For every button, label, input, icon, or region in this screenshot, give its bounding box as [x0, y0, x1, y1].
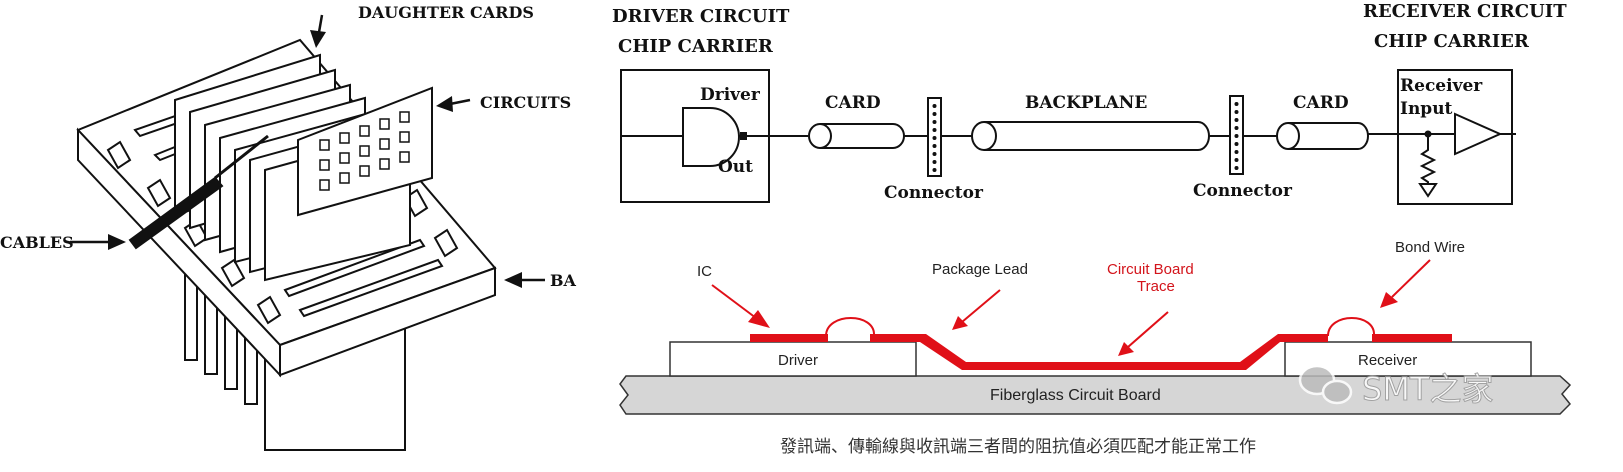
- driver-title-line2: CHIP CARRIER: [618, 36, 774, 57]
- caption: 發訊端、傳輸線與收訊端三者間的阻抗值必須匹配才能正常工作: [780, 437, 1256, 457]
- connector-left: [927, 97, 942, 177]
- watermark-text: SMT之家: [1362, 370, 1493, 408]
- ground-symbol: [1418, 183, 1438, 198]
- wechat-icon: [1298, 364, 1353, 405]
- driver-title-line1: DRIVER CIRCUIT: [612, 6, 790, 27]
- driver-label: Driver: [700, 85, 761, 105]
- trace-label-line1: Circuit Board: [1107, 261, 1194, 278]
- board-label: Fiberglass Circuit Board: [990, 387, 1161, 404]
- ic-label: IC: [697, 263, 712, 280]
- label-backplane: BA: [550, 271, 577, 290]
- bond-wire-right: [1327, 317, 1376, 337]
- driver-block-label: Driver: [778, 352, 818, 369]
- receiver-title-line2: CHIP CARRIER: [1374, 31, 1530, 52]
- backplane-label: BACKPLANE: [1025, 93, 1147, 113]
- driver-gate: [682, 107, 740, 167]
- out-label: Out: [718, 157, 753, 177]
- chips: [319, 111, 410, 191]
- trace-label-line2: Trace: [1137, 278, 1175, 295]
- card-coax-right: [1276, 122, 1369, 150]
- receiver-title-line1: RECEIVER CIRCUIT: [1363, 1, 1567, 22]
- left-arrows: [70, 14, 545, 288]
- connector-right-label: Connector: [1193, 181, 1293, 201]
- label-cables: CABLES: [0, 233, 74, 252]
- watermark: SMT之家: [1298, 364, 1494, 409]
- driver-titles: DRIVER CIRCUIT CHIP CARRIER: [612, 6, 790, 57]
- callout-arrows: [711, 259, 1431, 356]
- receiver-label: Receiver: [1400, 76, 1483, 96]
- backplane-illustration: [76, 38, 497, 451]
- bond-wire-left: [825, 317, 876, 337]
- input-label: Input: [1400, 99, 1453, 119]
- connector-left-label: Connector: [884, 183, 984, 203]
- card-coax-left: [808, 123, 905, 149]
- connector-right: [1229, 95, 1244, 175]
- card-left-label: CARD: [825, 93, 881, 113]
- backplane-coax: [971, 121, 1210, 151]
- red-trace: [750, 334, 1452, 370]
- card-right-label: CARD: [1293, 93, 1349, 113]
- receiver-buffer: [1454, 112, 1503, 156]
- receiver-block-label: Receiver: [1358, 352, 1417, 369]
- package-lead-label: Package Lead: [932, 261, 1028, 278]
- label-daughter-cards: DAUGHTER CARDS: [358, 3, 534, 22]
- cable: [128, 176, 224, 250]
- termination-resistor: [1419, 134, 1437, 184]
- bond-wire-label: Bond Wire: [1395, 239, 1465, 256]
- label-circuits: CIRCUITS: [480, 93, 571, 112]
- cross-section: Fiberglass Circuit Board Driver Receiver: [619, 239, 1572, 415]
